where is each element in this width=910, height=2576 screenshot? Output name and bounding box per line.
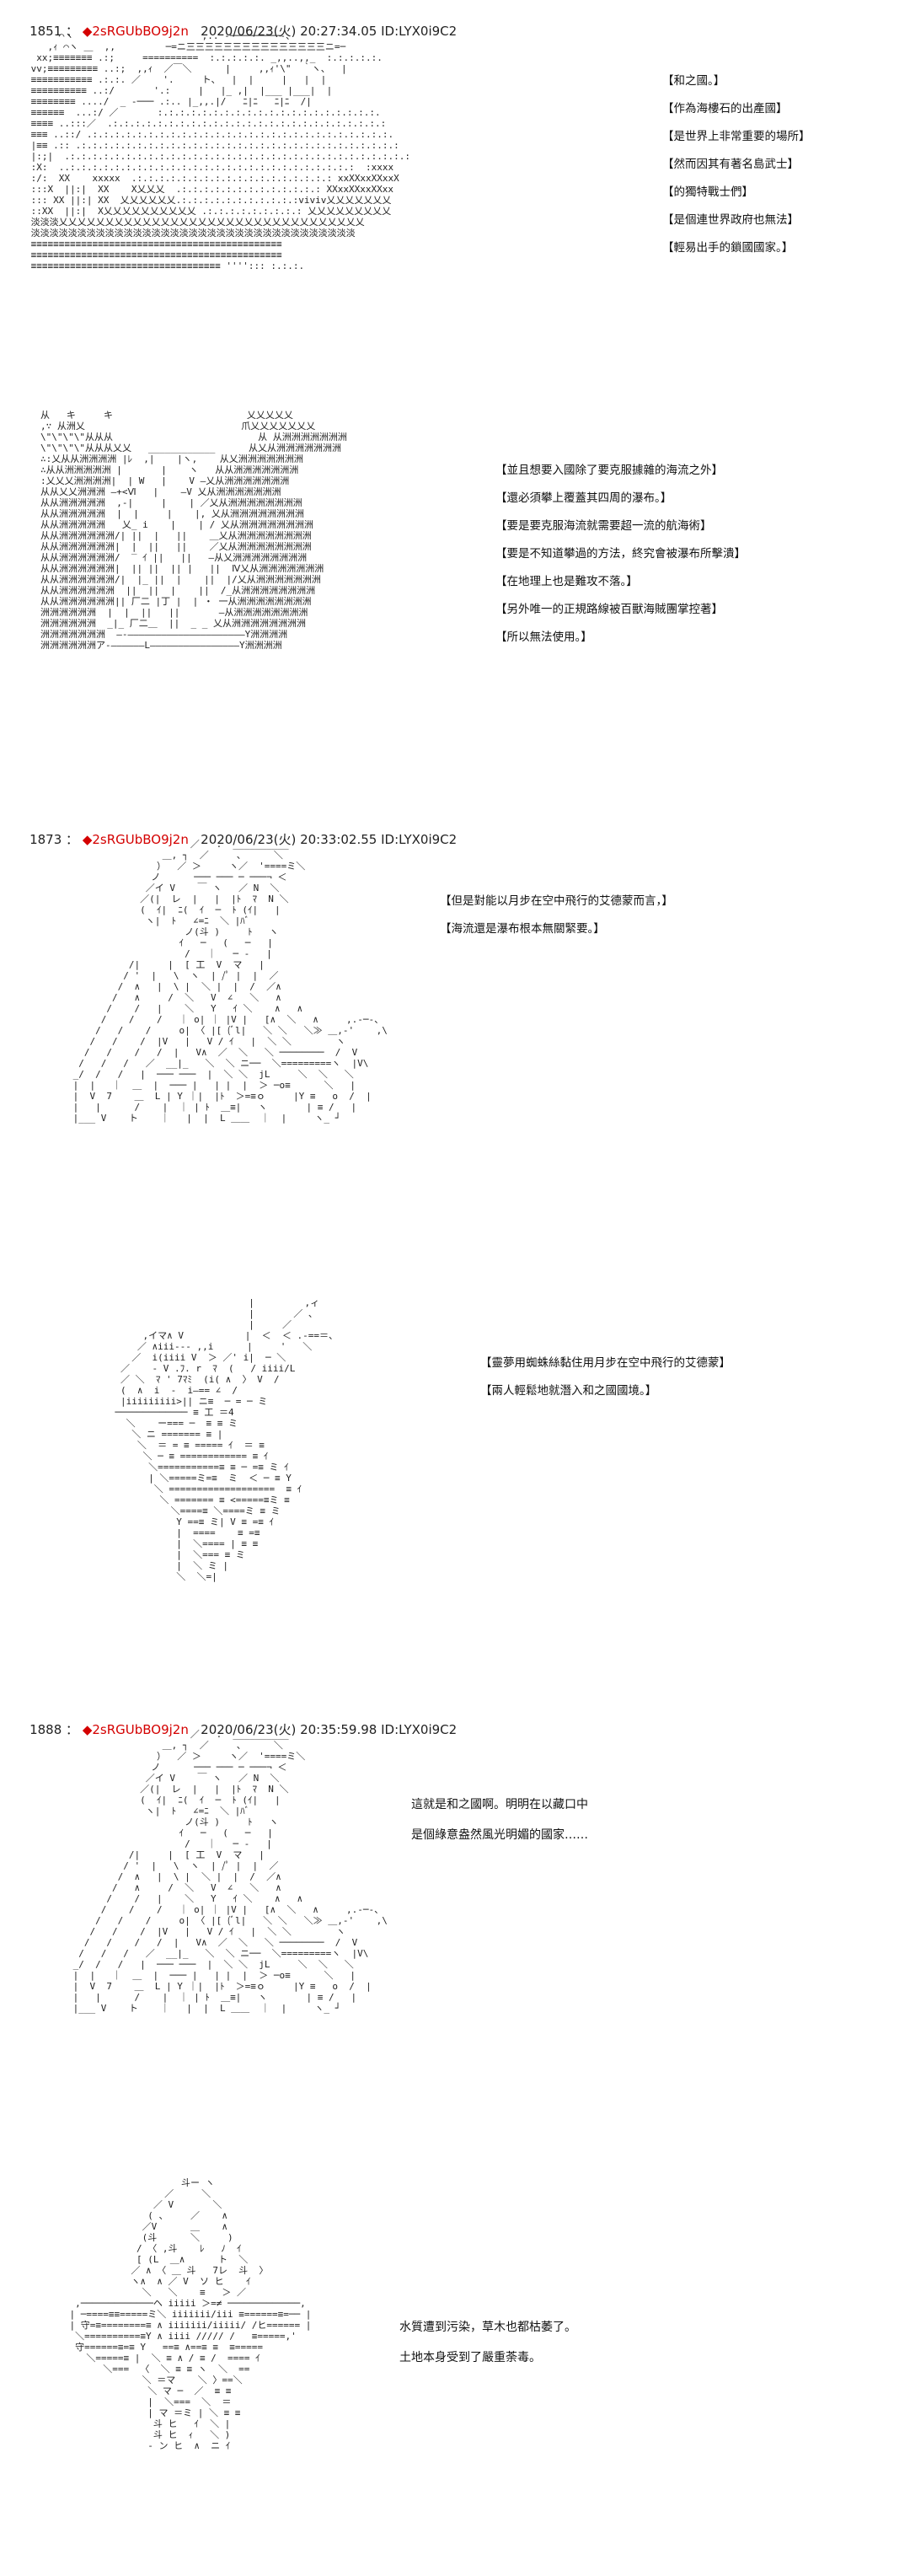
trip-diamond-icon: ◆	[82, 832, 93, 847]
caption-line: 【是世界上非常重要的場所】	[662, 130, 811, 143]
caption-line: 【還必須攀上覆蓋其四周的瀑布。】	[495, 491, 672, 505]
post-datetime: 2020/06/23(火) 20:35:59.98 ID:LYX0i9C2	[201, 1722, 458, 1737]
tripcode[interactable]: 2sRGUbBO9j2n	[92, 24, 189, 39]
caption-line: 【的獨特戰士們】	[662, 185, 753, 199]
tripcode[interactable]: 2sRGUbBO9j2n	[92, 1722, 189, 1737]
caption-line: 【是個連世界政府也無法】	[662, 213, 799, 227]
caption-line: 【輕易出手的鎖國國家。】	[662, 241, 794, 255]
ascii-art-landscape: ⌒ヽ ,.. -─────────-、 ,ｨ ⌒ヽ ＿ ,, ─=ニ三三三三三三…	[30, 30, 410, 271]
caption-line: 【靈夢用蜘蛛絲黏住用月步在空中飛行的艾德蒙】	[480, 1356, 731, 1370]
post-number: 1888	[29, 1722, 62, 1737]
ascii-art-reimu-web: | ,ィ | ／ 、 | ／ ,イマ∧ V | ＜ ＜ .-==＝、 ／ ∧ii…	[115, 1297, 339, 1582]
caption-line: 【所以無法使用。】	[495, 631, 592, 644]
post-datetime: 2020/06/23(火) 20:33:02.55 ID:LYX0i9C2	[201, 832, 458, 847]
tripcode[interactable]: 2sRGUbBO9j2n	[92, 832, 189, 847]
ascii-art-edmond-1: ／ . __________ ＿, ┐ ／ 、 ＼ ） ／ ＞ ヽ／ '====…	[72, 839, 388, 1124]
post-datetime: 2020/06/23(火) 20:27:34.05 ID:LYX0i9C2	[201, 24, 458, 39]
ascii-art-reimu-standing: 斗ー ヽ ／ ＼ ／ V ＼ ( 、 ／ ∧ ／V ＿ ∧ (斗 ＼ ) / 〈…	[69, 2177, 312, 2451]
caption-line: 【兩人輕鬆地就潛入和之國國境。】	[480, 1384, 657, 1398]
ascii-art-edmond-2: ／ . __________ ＿, ┐ ／ 、 ＼ ） ／ ＞ ヽ／ '====…	[72, 1729, 388, 2014]
caption-line: 是個綠意盎然風光明媚的國家……	[411, 1828, 588, 1842]
ascii-art-waterfall: 从 キ キ 乂乂乂乂乂 ,∵ 从洲乂 爪乂乂乂乂乂乂乂 \"\"\"\"从从从 …	[40, 410, 347, 651]
caption-line: 【要是不知道攀過的方法，終究會被瀑布所擊潰】	[495, 547, 746, 561]
post-header: 1888 ： ◆2sRGUbBO9j2n 2020/06/23(火) 20:35…	[13, 1705, 457, 1753]
post-separator: ：	[62, 832, 83, 847]
caption-list-5: 這就是和之國啊。明明在以藏口中 是個綠意盎然風光明媚的國家……	[411, 1790, 588, 1850]
caption-line: 水質遭到污染，草木也都枯萎了。	[399, 2321, 576, 2334]
caption-line: 【在地理上也是難攻不落。】	[495, 575, 638, 588]
caption-list-3: 【但是對能以月步在空中飛行的艾德蒙而言，】 【海流還是瀑布根本無關緊要。】	[440, 888, 673, 943]
caption-line: 【然而因其有著名島武士】	[662, 158, 799, 171]
caption-line: 【作為海樓石的出產國】	[662, 102, 788, 115]
caption-line: 【但是對能以月步在空中飛行的艾德蒙而言，】	[440, 894, 673, 908]
caption-line: 【要是要克服海流就需要超一流的航海術】	[495, 519, 712, 533]
caption-list-1: 【和之國。】 【作為海樓石的出產國】 【是世界上非常重要的場所】 【然而因其有著…	[662, 67, 811, 262]
post-header: 1873 ： ◆2sRGUbBO9j2n 2020/06/23(火) 20:33…	[13, 815, 457, 863]
caption-line: 【並且想要入國除了要克服據雜的海流之外】	[495, 464, 723, 477]
caption-line: 【和之國。】	[662, 74, 725, 88]
post-number: 1873	[29, 832, 62, 847]
post-separator: ：	[62, 1722, 83, 1737]
trip-diamond-icon: ◆	[82, 1722, 93, 1737]
post-separator: ：	[62, 24, 83, 39]
post-number: 1851	[29, 24, 62, 39]
post-header: 1851 ： ◆2sRGUbBO9j2n 2020/06/23(火) 20:27…	[13, 7, 457, 55]
trip-diamond-icon: ◆	[82, 24, 93, 39]
caption-list-6: 水質遭到污染，草木也都枯萎了。 土地本身受到了嚴重荼毒。	[399, 2312, 576, 2373]
caption-list-2: 【並且想要入國除了要克服據雜的海流之外】 【還必須攀上覆蓋其四周的瀑布。】 【要…	[495, 457, 746, 652]
caption-list-4: 【靈夢用蜘蛛絲黏住用月步在空中飛行的艾德蒙】 【兩人輕鬆地就潛入和之國國境。】	[480, 1350, 731, 1405]
caption-line: 【另外唯一的正規路線被百獸海賊團掌控著】	[495, 603, 723, 616]
caption-line: 【海流還是瀑布根本無關緊要。】	[440, 922, 605, 936]
caption-line: 土地本身受到了嚴重荼毒。	[399, 2351, 541, 2364]
caption-line: 這就是和之國啊。明明在以藏口中	[411, 1798, 588, 1811]
